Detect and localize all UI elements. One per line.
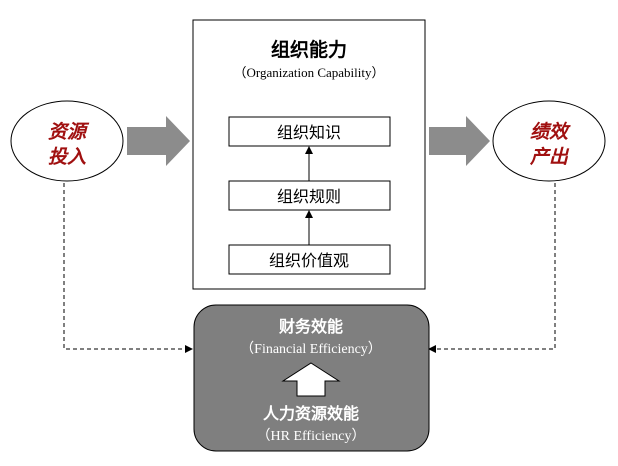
financial-efficiency-title: 财务效能 (278, 317, 343, 336)
org-level-knowledge-label: 组织知识 (277, 124, 341, 142)
org-capability-title: 组织能力 (271, 38, 347, 61)
performance-output-line1: 绩效 (530, 121, 571, 143)
input-flow-arrow (127, 116, 190, 166)
org-level-values: 组织价值观 (228, 244, 391, 275)
organization-capability-box: 组织能力 （Organization Capability） 组织知识 组织规则… (192, 19, 426, 290)
resource-input-line2: 投入 (48, 146, 86, 168)
org-capability-subtitle: （Organization Capability） (233, 65, 384, 80)
output-flow-arrow (429, 116, 490, 166)
org-level-knowledge: 组织知识 (228, 116, 391, 147)
efficiency-box: 财务效能 （Financial Efficiency） 人力资源效能 （HR E… (193, 304, 430, 452)
org-level-values-label: 组织价值观 (269, 252, 349, 270)
hr-efficiency-subtitle: （HR Efficiency） (257, 428, 366, 444)
performance-output-line2: 产出 (529, 146, 570, 168)
hr-efficiency-title: 人力资源效能 (263, 404, 359, 423)
performance-output-node: 绩效 产出 (492, 100, 606, 182)
resource-input-node: 资源 投入 (10, 100, 124, 182)
dashed-connector-input-to-efficiency (63, 183, 193, 353)
org-level-rules: 组织规则 (228, 180, 391, 211)
org-level-rules-label: 组织规则 (277, 188, 341, 206)
hr-to-financial-arrow (281, 362, 341, 397)
financial-efficiency-subtitle: （Financial Efficiency） (240, 341, 382, 357)
dashed-connector-output-to-efficiency (428, 183, 556, 353)
resource-input-line1: 资源 (48, 121, 90, 143)
